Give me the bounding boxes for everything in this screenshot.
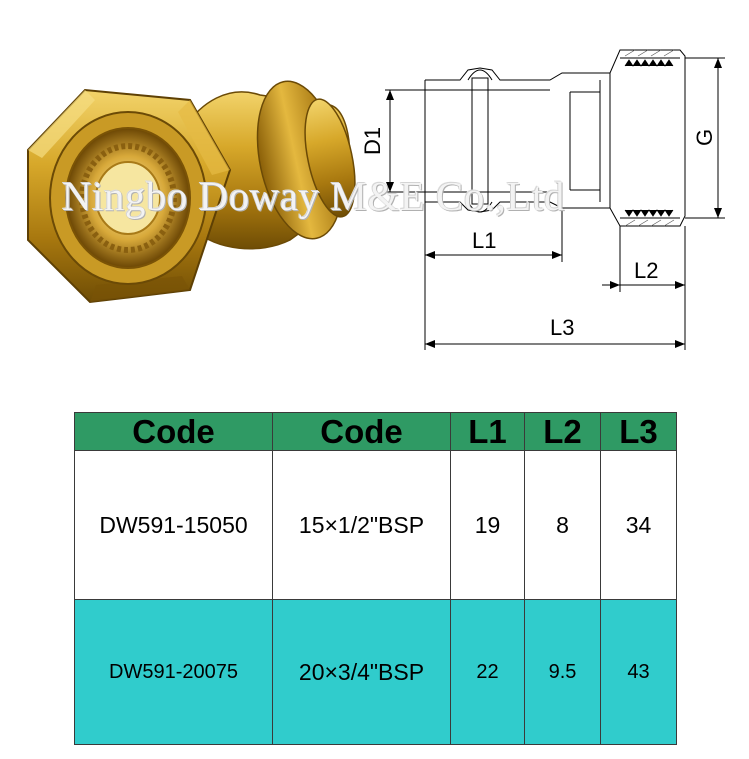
cell-l1: 19 [450, 450, 525, 600]
label-d1: D1 [360, 127, 385, 155]
cell-code: DW591-20075 [74, 599, 273, 745]
fitting-photo [27, 80, 356, 304]
table-row: DW591-15050 15×1/2"BSP 19 8 34 [74, 450, 677, 600]
header-size: Code [272, 412, 451, 451]
label-l1: L1 [472, 228, 496, 253]
cell-size: 15×1/2"BSP [272, 450, 451, 600]
cell-l3: 34 [600, 450, 677, 600]
header-l2: L2 [524, 412, 601, 451]
dimension-drawing: D1 G L1 L2 L3 [360, 49, 725, 350]
cell-l3: 43 [600, 599, 677, 745]
table-header-row: Code Code L1 L2 L3 [74, 412, 677, 451]
header-l1: L1 [450, 412, 525, 451]
cell-l1: 22 [450, 599, 525, 745]
table-row: DW591-20075 20×3/4"BSP 22 9.5 43 [74, 599, 677, 745]
header-l3: L3 [600, 412, 677, 451]
cell-code: DW591-15050 [74, 450, 273, 600]
spec-table: Code Code L1 L2 L3 DW591-15050 15×1/2"BS… [74, 412, 677, 745]
label-l2: L2 [634, 258, 658, 283]
label-l3: L3 [550, 315, 574, 340]
cell-size: 20×3/4"BSP [272, 599, 451, 745]
cell-l2: 8 [524, 450, 601, 600]
header-code: Code [74, 412, 273, 451]
label-g: G [692, 129, 717, 146]
watermark: Ningbo Doway M&E Co.,Ltd [62, 173, 565, 219]
cell-l2: 9.5 [524, 599, 601, 745]
